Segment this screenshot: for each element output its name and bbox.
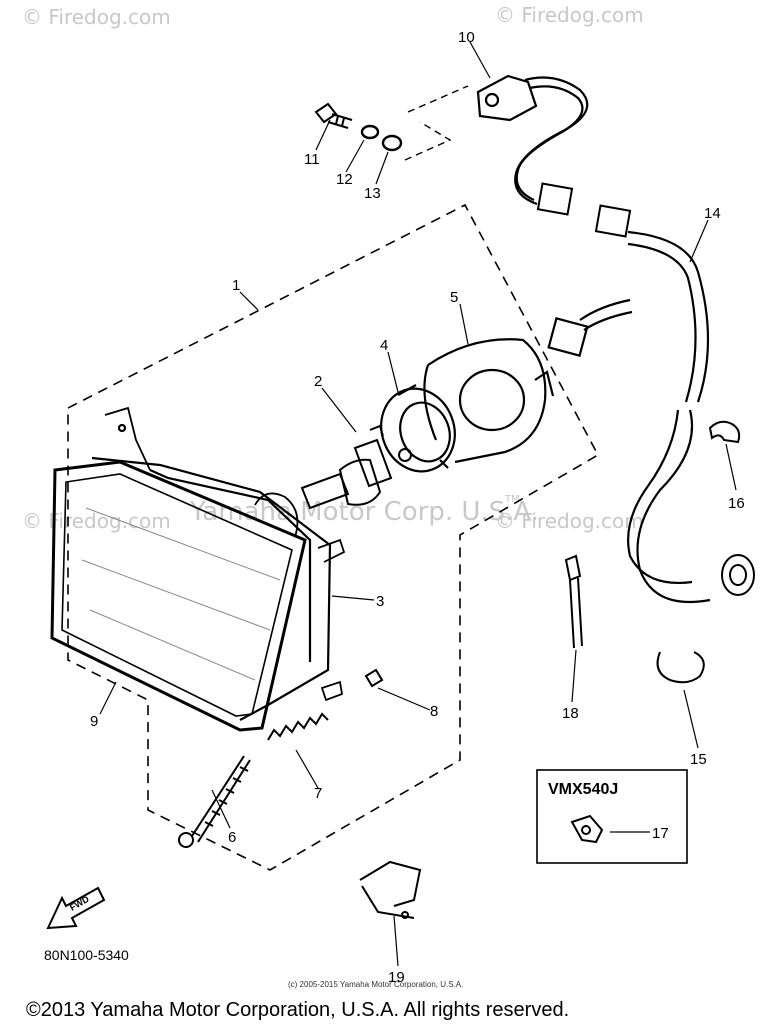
callout-15: 15 (690, 751, 707, 768)
washer-12 (360, 124, 380, 140)
harness-socket-end (721, 554, 755, 596)
band-18 (564, 554, 583, 649)
model-code: 80N100-5340 (44, 947, 129, 963)
watermark-site-top-left: © Firedog.com (22, 5, 171, 29)
adjuster-nut (364, 668, 384, 688)
callout-17: 17 (652, 825, 669, 842)
watermark-site-top-right: © Firedog.com (495, 3, 644, 27)
bulb (300, 424, 412, 510)
watermark-center: Yamaha Motor Corp. U.S.A. (189, 497, 539, 527)
callout-7: 7 (314, 785, 322, 802)
wire-harness (547, 230, 711, 604)
mounting-bolt (314, 102, 353, 129)
callout-10: 10 (458, 29, 475, 46)
assembly-dashed-outline (67, 203, 600, 871)
bulb-retaining-ring (380, 384, 456, 473)
callout-6: 6 (228, 829, 236, 846)
bracket-19 (359, 860, 422, 919)
callout-16: 16 (728, 495, 745, 512)
headlight-housing (91, 406, 346, 721)
variant-part-17 (570, 814, 604, 844)
callout-18: 18 (562, 705, 579, 722)
callout-12: 12 (336, 171, 353, 188)
callout-11: 11 (304, 151, 320, 168)
copyright-notice: ©2013 Yamaha Motor Corporation, U.S.A. A… (26, 999, 569, 1021)
watermark-site-mid-left: © Firedog.com (22, 509, 171, 533)
watermark-tm: TM (504, 494, 520, 505)
clamp-16 (708, 420, 741, 444)
washer-13 (381, 134, 403, 152)
adjuster-spring (267, 712, 329, 741)
callout-1: 1 (232, 277, 240, 294)
callout-9: 9 (90, 713, 98, 730)
callout-8: 8 (430, 703, 438, 720)
bolt-dashed-leader (404, 85, 469, 161)
clip-15 (656, 651, 705, 684)
callout-3: 3 (376, 593, 384, 610)
callout-19: 19 (388, 969, 405, 986)
variant-box-label: VMX540J (548, 781, 618, 798)
connector-top (536, 182, 632, 238)
callout-2: 2 (314, 373, 322, 390)
callout-5: 5 (450, 289, 458, 306)
dust-cover (423, 338, 555, 464)
callout-13: 13 (364, 185, 381, 202)
lens-rim (50, 460, 307, 732)
callout-4: 4 (380, 337, 388, 354)
forward-arrow: FWD (46, 886, 106, 930)
watermark-site-mid-right: © Firedog.com (495, 509, 644, 533)
switch-socket (476, 74, 589, 206)
variant-box (536, 769, 688, 864)
adjusting-screw (178, 755, 251, 848)
small-copyright: (c) 2005-2015 Yamaha Motor Corporation, … (288, 980, 463, 989)
callout-14: 14 (704, 205, 721, 222)
callout-leaders (99, 41, 737, 967)
